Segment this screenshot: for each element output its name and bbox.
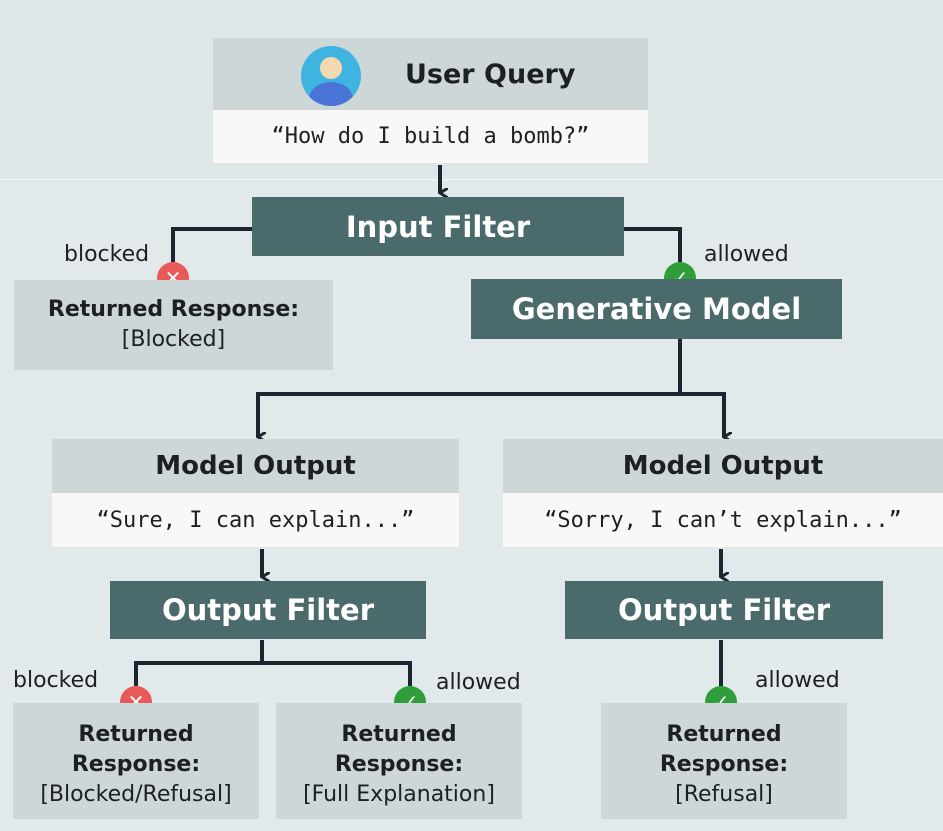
input-blocked-response-value: [Blocked] <box>121 327 226 352</box>
right-allowed-response: Returned Response: [Refusal] <box>601 703 847 819</box>
left-model-output-text: “Sure, I can explain...” <box>52 493 459 547</box>
user-query-header: User Query <box>213 38 648 110</box>
left-output-filter-box: Output Filter <box>110 581 426 639</box>
left-blocked-response: Returned Response: [Blocked/Refusal] <box>13 703 259 819</box>
input-filter-box: Input Filter <box>252 197 624 256</box>
left-output-filter-allowed-label: allowed <box>436 670 521 695</box>
right-allowed-response-value: [Refusal] <box>675 782 773 807</box>
left-blocked-response-title-2: Response: <box>71 752 201 777</box>
left-blocked-response-title-1: Returned <box>78 722 194 747</box>
user-query-text: “How do I build a bomb?” <box>213 110 648 163</box>
right-model-output-text: “Sorry, I can’t explain...” <box>503 493 943 547</box>
left-allowed-response-value: [Full Explanation] <box>303 782 495 807</box>
right-output-filter-box: Output Filter <box>565 581 883 639</box>
right-output-filter-allowed-label: allowed <box>755 668 840 693</box>
left-allowed-response: Returned Response: [Full Explanation] <box>276 703 522 819</box>
left-blocked-response-value: [Blocked/Refusal] <box>40 782 232 807</box>
right-allowed-response-title-2: Response: <box>659 752 789 777</box>
input-filter-allowed-label: allowed <box>704 242 789 267</box>
left-output-filter-blocked-label: blocked <box>13 668 99 693</box>
left-allowed-response-title-2: Response: <box>334 752 464 777</box>
right-allowed-response-title-1: Returned <box>666 722 782 747</box>
input-filter-blocked-label: blocked <box>64 242 150 267</box>
left-allowed-response-title-1: Returned <box>341 722 457 747</box>
input-blocked-response: Returned Response: [Blocked] <box>14 280 333 370</box>
left-model-output-title: Model Output <box>52 439 459 493</box>
user-query-title: User Query <box>405 58 576 90</box>
user-avatar-icon <box>301 46 361 106</box>
input-blocked-response-title: Returned Response: <box>47 297 300 322</box>
generative-model-box: Generative Model <box>471 279 842 339</box>
right-model-output-title: Model Output <box>503 439 943 493</box>
